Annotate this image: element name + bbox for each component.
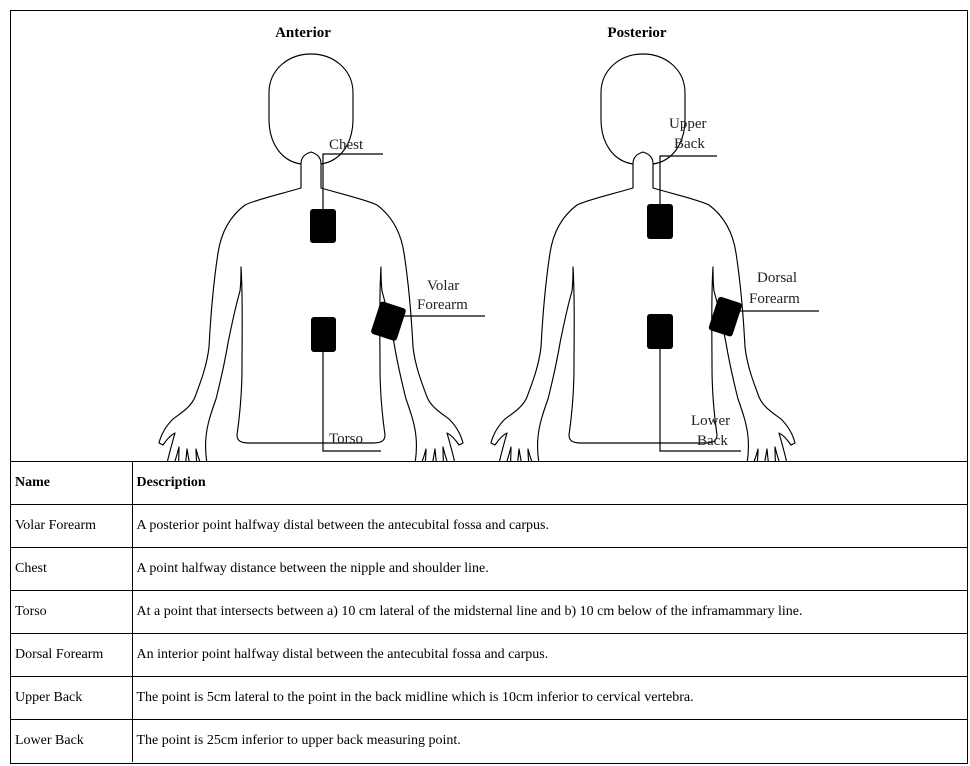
name-column-header: Name: [11, 461, 132, 505]
table-row: Upper Back The point is 5cm lateral to t…: [11, 677, 967, 720]
upper-back-label-line2: Back: [674, 136, 705, 152]
table-row: Lower Back The point is 25cm inferior to…: [11, 720, 967, 763]
upper-back-electrode: [647, 204, 673, 239]
measurement-sites-table: Name Description Volar Forearm A posteri…: [11, 461, 967, 762]
site-name: Lower Back: [11, 720, 132, 763]
description-column-header: Description: [132, 461, 967, 505]
posterior-title: Posterior: [607, 25, 666, 41]
lower-back-electrode: [647, 314, 673, 349]
dorsal-forearm-label-line2: Forearm: [749, 291, 800, 307]
table-row: Torso At a point that intersects between…: [11, 591, 967, 634]
torso-electrode: [311, 317, 336, 352]
figure-table-frame: Anterior Posterior Chest Torso Volar For…: [10, 10, 968, 764]
anterior-figure: [159, 54, 463, 461]
lower-back-label-line2: Back: [697, 433, 728, 449]
upper-back-leader-line: [660, 156, 717, 204]
upper-back-label-line1: Upper: [669, 116, 707, 132]
site-name: Volar Forearm: [11, 505, 132, 548]
posterior-figure: [491, 54, 795, 461]
dorsal-forearm-electrode: [708, 296, 743, 337]
site-name: Upper Back: [11, 677, 132, 720]
table-row: Dorsal Forearm An interior point halfway…: [11, 634, 967, 677]
site-description: An interior point halfway distal between…: [132, 634, 967, 677]
site-description: A point halfway distance between the nip…: [132, 548, 967, 591]
body-diagram: Anterior Posterior Chest Torso Volar For…: [11, 11, 967, 461]
site-name: Torso: [11, 591, 132, 634]
site-description: At a point that intersects between a) 10…: [132, 591, 967, 634]
chest-electrode: [310, 209, 336, 243]
site-name: Chest: [11, 548, 132, 591]
volar-forearm-label-line1: Volar: [427, 278, 459, 294]
table-row: Volar Forearm A posterior point halfway …: [11, 505, 967, 548]
torso-label: Torso: [329, 431, 363, 447]
site-description: The point is 5cm lateral to the point in…: [132, 677, 967, 720]
anterior-title: Anterior: [275, 25, 331, 41]
lower-back-label-line1: Lower: [691, 413, 730, 429]
volar-forearm-label-line2: Forearm: [417, 297, 468, 313]
site-description: A posterior point halfway distal between…: [132, 505, 967, 548]
body-diagram-cell: Anterior Posterior Chest Torso Volar For…: [11, 11, 967, 462]
dorsal-forearm-label-line1: Dorsal: [757, 270, 797, 286]
chest-label: Chest: [329, 137, 364, 153]
table-header-row: Name Description: [11, 461, 967, 505]
chest-leader-line: [323, 154, 383, 209]
volar-forearm-electrode: [370, 301, 406, 342]
site-name: Dorsal Forearm: [11, 634, 132, 677]
table-row: Chest A point halfway distance between t…: [11, 548, 967, 591]
site-description: The point is 25cm inferior to upper back…: [132, 720, 967, 763]
